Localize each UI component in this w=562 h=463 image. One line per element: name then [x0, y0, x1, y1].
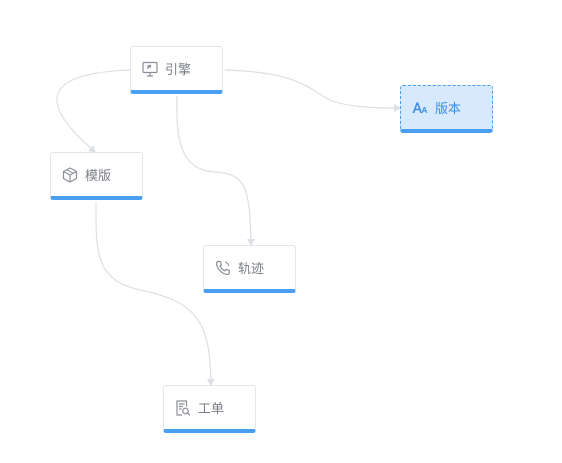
- node-track[interactable]: 轨迹: [203, 245, 296, 293]
- node-engine[interactable]: 引擎: [130, 46, 223, 94]
- cube-icon: [61, 166, 79, 184]
- edge-engine-version: [224, 69, 401, 112]
- node-ticket-label: 工单: [198, 402, 225, 417]
- node-track-label: 轨迹: [238, 262, 265, 277]
- monitor-icon: [141, 60, 159, 78]
- node-template[interactable]: 模版: [50, 152, 143, 200]
- node-template-label: 模版: [85, 169, 112, 184]
- node-version[interactable]: 版本: [400, 85, 493, 133]
- node-version-label: 版本: [435, 102, 462, 117]
- phone-icon: [214, 259, 232, 277]
- font-size-icon: [411, 99, 429, 117]
- edge-engine-track: [176, 95, 255, 246]
- edge-template-ticket: [95, 201, 215, 386]
- node-engine-label: 引擎: [165, 63, 192, 78]
- edge-engine-template: [56, 69, 131, 153]
- node-ticket[interactable]: 工单: [163, 385, 256, 433]
- document-search-icon: [174, 399, 192, 417]
